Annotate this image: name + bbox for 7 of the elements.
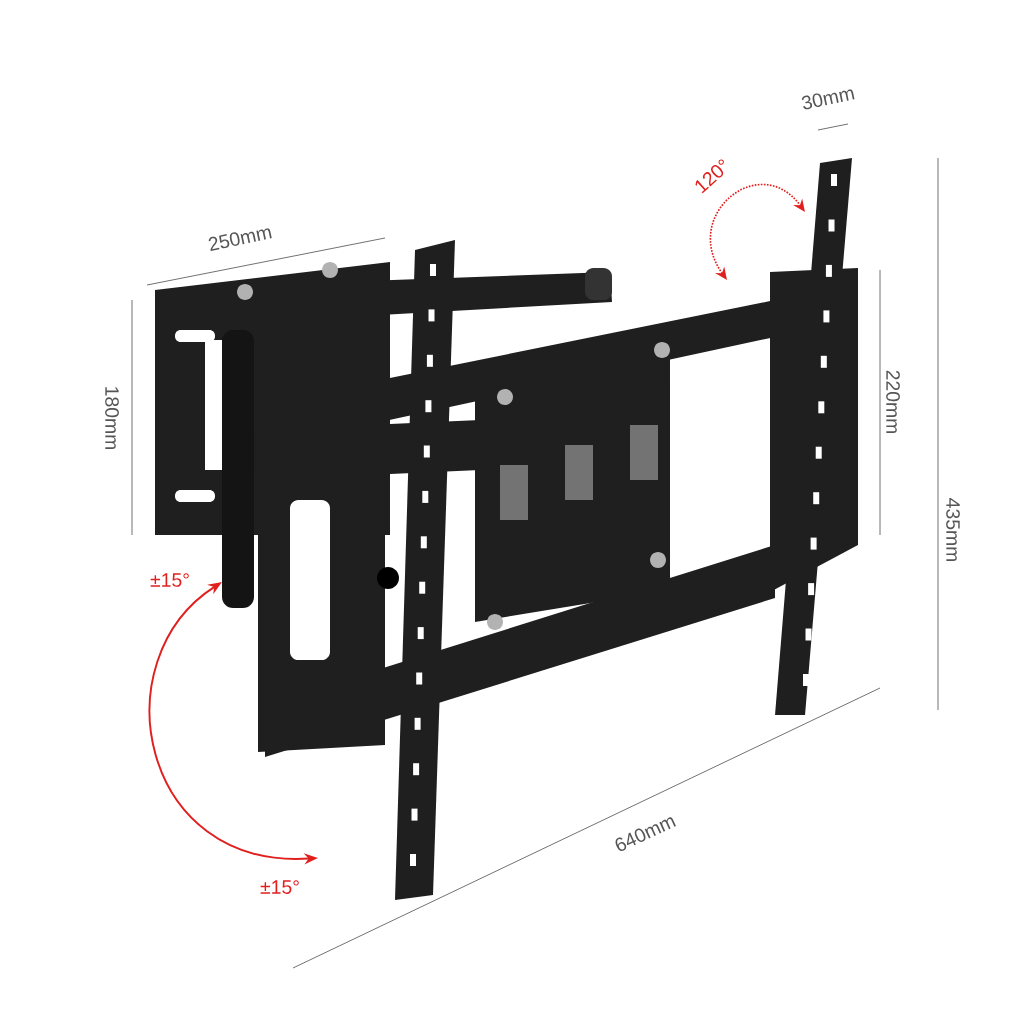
- dimension-label: 435mm: [946, 498, 960, 562]
- dimension-label: 30mm: [801, 89, 855, 110]
- dimension-label: 180mm: [105, 387, 119, 450]
- dimension-label: 250mm: [208, 228, 272, 252]
- dimension-label: 220mm: [886, 370, 900, 434]
- angle-label: ±15°: [260, 880, 299, 894]
- angle-label: ±15°: [150, 573, 189, 587]
